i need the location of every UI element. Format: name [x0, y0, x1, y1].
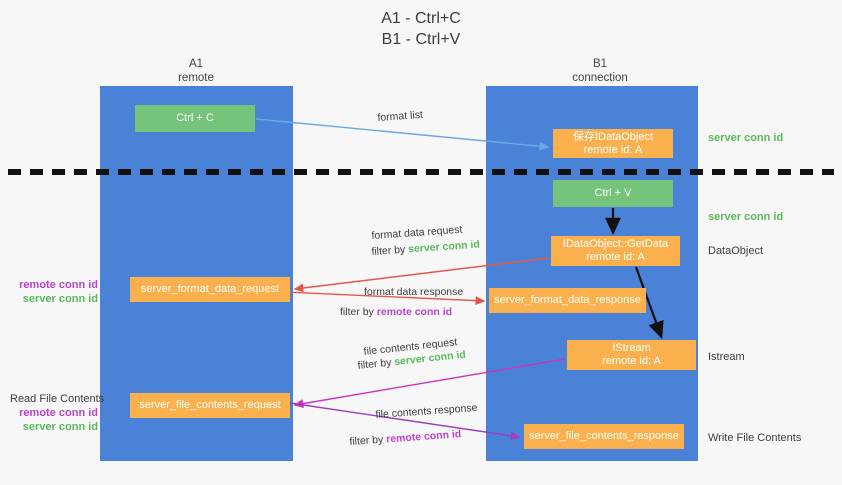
box-getdata-line2: remote id: A	[586, 251, 645, 263]
annotation-left-conn-ids-1: remote conn id server conn id	[10, 278, 98, 306]
lane-a1-sub: remote	[178, 71, 214, 84]
box-server-format-data-request[interactable]: server_format_data_request	[130, 277, 290, 302]
filter-prefix: filter by	[357, 356, 395, 372]
lane-a1-name: A1	[188, 58, 204, 70]
lane-b1-name: B1	[592, 58, 608, 70]
filter-prefix: filter by	[371, 243, 409, 258]
box-ctrl-v[interactable]: Ctrl + V	[553, 180, 673, 207]
title-line-1: A1 - Ctrl+C	[381, 10, 461, 27]
box-save-idataobject[interactable]: 保存IDataObject remote id: A	[553, 129, 673, 158]
title-line-2: B1 - Ctrl+V	[381, 31, 461, 48]
box-istream-line1: IStream	[612, 342, 651, 354]
box-idataobject-getdata[interactable]: IDataObject::GetData remote id: A	[551, 236, 680, 266]
annotation-dataobject: DataObject	[708, 245, 764, 257]
flow-label-file-contents-response: file contents response	[375, 401, 478, 421]
annotation-read-file-contents: Read File Contents	[10, 393, 105, 405]
annotation-server-conn-id-1: server conn id	[22, 293, 98, 305]
flow-label-format-data-response: format data response	[364, 286, 464, 298]
annotation-istream: Istream	[708, 351, 745, 363]
flow-label-file-contents-response-filter: filter by remote conn id	[349, 427, 462, 449]
annotation-server-conn-id-top: server conn id	[708, 132, 784, 144]
box-ctrl-v-label: Ctrl + V	[594, 187, 632, 199]
box-server-file-contents-response-label: server_file_contents_response	[529, 430, 679, 442]
flow-label-format-list: format list	[377, 108, 424, 124]
box-server-format-data-request-label: server_format_data_request	[140, 283, 280, 295]
filter-prefix: filter by	[349, 433, 387, 448]
flow-label-format-data-response-filter: filter by remote conn id	[340, 305, 452, 319]
remote-conn-id-key: remote conn id	[385, 428, 462, 446]
filter-prefix: filter by	[340, 306, 377, 318]
box-server-file-contents-response[interactable]: server_file_contents_response	[524, 424, 684, 449]
box-server-file-contents-request-label: server_file_contents_request	[139, 399, 281, 411]
lane-header-b1: B1 connection	[540, 58, 660, 85]
page-title: A1 - Ctrl+C B1 - Ctrl+V	[0, 8, 842, 50]
annotation-left-conn-ids-2: remote conn id server conn id	[10, 406, 98, 434]
box-getdata-line1: IDataObject::GetData	[562, 238, 669, 250]
annotation-write-file-contents: Write File Contents	[708, 432, 802, 444]
box-ctrl-c-label: Ctrl + C	[176, 112, 214, 124]
annotation-server-conn-id-mid: server conn id	[708, 211, 784, 223]
server-conn-id-key: server conn id	[407, 238, 481, 256]
box-server-format-data-response-label: server_format_data_response	[494, 294, 641, 306]
annotation-remote-conn-id-1: remote conn id	[19, 279, 98, 291]
box-server-format-data-response[interactable]: server_format_data_response	[489, 288, 646, 313]
box-server-file-contents-request[interactable]: server_file_contents_request	[130, 393, 290, 418]
box-istream[interactable]: IStream remote id: A	[567, 340, 696, 370]
box-save-idataobject-line1: 保存IDataObject	[572, 130, 654, 143]
lane-header-a1: A1 remote	[136, 58, 256, 85]
box-ctrl-c[interactable]: Ctrl + C	[135, 105, 255, 132]
box-save-idataobject-line2: remote id: A	[583, 143, 643, 156]
remote-conn-id-key: remote conn id	[376, 306, 453, 318]
annotation-remote-conn-id-2: remote conn id	[19, 407, 98, 419]
lane-b1-sub: connection	[572, 71, 628, 84]
annotation-server-conn-id-2: server conn id	[22, 421, 98, 433]
box-istream-line2: remote id: A	[602, 355, 661, 367]
